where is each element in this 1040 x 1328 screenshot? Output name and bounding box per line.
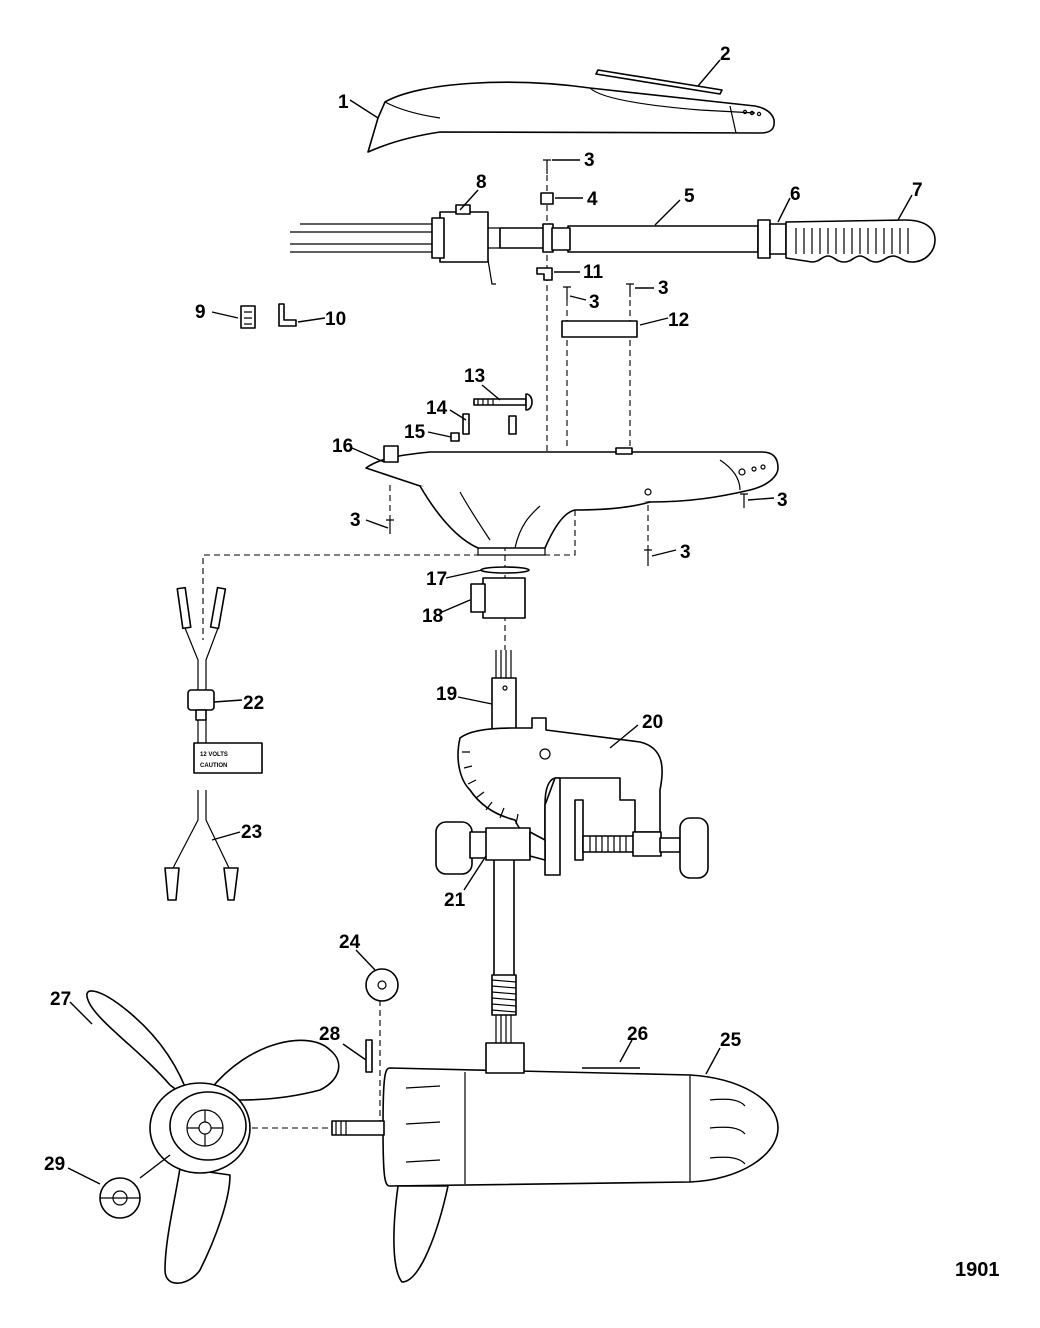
callout-2: 2 [720,44,731,65]
callout-6: 6 [790,184,801,205]
bracket-clip [278,303,297,327]
callout-1: 1 [338,92,349,113]
callout-24: 24 [339,932,361,953]
callout-16: 16 [332,436,353,457]
housing-screws [386,493,748,566]
callout-28: 28 [319,1024,340,1045]
callout-22: 22 [243,693,264,714]
pivot-bolt [473,393,533,411]
callout-25: 25 [720,1030,742,1051]
cord-tag-line2: CAUTION [200,763,227,769]
propeller-nut [99,1177,141,1219]
motor-head-housing [365,445,779,556]
callout-3: 3 [350,510,361,531]
collar [757,219,787,259]
figure-number: 1901 [955,1259,1000,1281]
thrust-washer [480,566,530,574]
speed-switch [290,204,501,285]
decal-strip [595,69,723,95]
callout-3: 3 [589,292,600,313]
callout-14: 14 [426,398,448,419]
assembly-lines [202,175,649,1129]
cord-tag-line1: 12 VOLTS [200,752,228,758]
drive-pin [365,1039,373,1073]
callout-18: 18 [422,606,443,627]
callout-17: 17 [426,569,447,590]
callout-4: 4 [587,189,598,210]
propeller [86,990,340,1284]
transom-bracket [435,717,709,879]
callout-7: 7 [912,180,923,201]
power-cord [164,586,263,901]
callout-23: 23 [241,822,262,843]
callout-27: 27 [50,989,71,1010]
steering-bushing [470,577,526,619]
leader-lines [67,59,913,1185]
callout-8: 8 [476,172,487,193]
callout-9: 9 [195,302,206,323]
callout-11: 11 [583,262,604,283]
lower-unit-motor [331,1042,779,1283]
pivot-pin [450,432,460,442]
tiller-pad [561,320,638,338]
callout-26: 26 [627,1024,648,1045]
callout-3: 3 [680,542,691,563]
tiller-arm [499,223,759,253]
callout-15: 15 [404,422,426,443]
callout-3: 3 [584,150,595,171]
prop-nut-washer [365,968,399,1002]
callout-13: 13 [464,366,485,387]
callout-3: 3 [777,490,788,511]
callout-19: 19 [436,684,457,705]
wire-connector [240,305,256,329]
callout-3: 3 [658,278,669,299]
callout-12: 12 [668,310,689,331]
hardware-small [536,159,634,300]
callout-29: 29 [44,1154,65,1175]
pivot-washer [462,413,517,435]
callout-10: 10 [325,309,346,330]
handle-grip [785,219,936,263]
callout-20: 20 [642,712,663,733]
callout-5: 5 [684,186,695,207]
top-cover [367,81,775,153]
callout-21: 21 [444,890,466,911]
